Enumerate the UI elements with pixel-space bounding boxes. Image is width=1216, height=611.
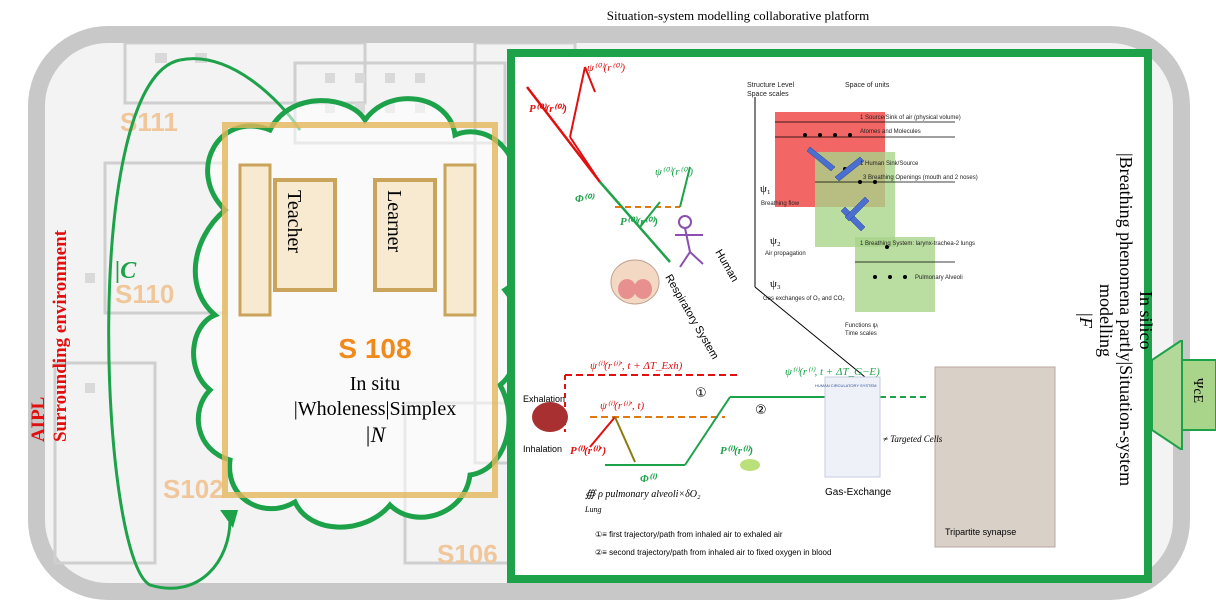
- learner-desk: [443, 163, 477, 317]
- integral-label: ∰ ρ pulmonary alveoli×δO₂: [585, 489, 701, 500]
- phi-label: Φ⁽ⁱ⁾: [640, 473, 657, 485]
- human-label: Human: [712, 248, 740, 285]
- teacher-board: [273, 178, 337, 292]
- psi-exh-label: ψ⁽ⁱ⁾(r⁽ⁱ⁾′, t + ΔT_Exh): [590, 360, 683, 372]
- p0-label: P⁽⁰⁾(r⁽⁰⁾): [529, 103, 567, 115]
- in-situ-label: In situ: [350, 373, 401, 395]
- legend-line-1: ①≡ first trajectory/path from inhaled ai…: [595, 530, 783, 539]
- surrounding-environment-label: Surrounding environment: [50, 230, 71, 443]
- in-silico-label: In silico: [1136, 290, 1156, 350]
- space-scales-label: Space scales: [747, 91, 789, 98]
- room-s108-label: S 108: [338, 333, 411, 364]
- modelling-label: modelling: [1096, 283, 1116, 357]
- p-out-label: P⁽ⁱ⁾(r⁽ⁱ⁾): [720, 445, 753, 457]
- f-label: |F: [1076, 312, 1096, 328]
- lung-integral-label: Lung: [584, 505, 601, 514]
- respiratory-system-label: Respiratory System: [662, 273, 720, 362]
- circulatory-label: HUMAN CIRCULATORY SYSTEM: [815, 383, 877, 388]
- targeted-cells-label: ≠ Targeted Cells: [883, 434, 943, 444]
- context-loop: [107, 58, 232, 590]
- psi-ge-label: ψ⁽ⁱ⁾(r⁽ⁱ⁾, t + ΔT_G−E): [785, 366, 880, 378]
- synapse-image: [934, 366, 1056, 548]
- teacher-label: Teacher: [283, 190, 305, 253]
- teacher-desk: [238, 163, 272, 317]
- human-figure: [675, 215, 704, 268]
- c-label: |C: [115, 258, 137, 284]
- aipl-label: AIPL: [28, 396, 49, 443]
- functions-label: Functions ψᵢ: [845, 323, 878, 329]
- lung-image: [532, 402, 568, 432]
- synapse-label: Tripartite synapse: [945, 527, 1016, 537]
- n-label: |N: [365, 422, 387, 447]
- modelling-title: In silico |Breathing phenomena partly|Si…: [1076, 110, 1156, 530]
- unit-label-2: Atomes and Molecules: [860, 129, 921, 135]
- psi2-label: Air propagation: [765, 251, 806, 257]
- learner-board: [373, 178, 437, 292]
- gas-exchange-label: Gas-Exchange: [825, 487, 892, 498]
- classroom-diagram: Teacher Learner |C S 108 In situ |Wholen…: [107, 57, 529, 590]
- scales-diagram: Structure Level Space scales Space of un…: [747, 82, 978, 378]
- time-scales-label: Time scales: [845, 331, 877, 337]
- breathing-diagram: P⁽⁰⁾(r⁽⁰⁾) ψ⁽⁰⁾(r⁽⁰⁾) ψ⁽⁰⁾(r⁽⁰⁾) Φ⁽⁰⁾ P⁽…: [523, 62, 1056, 557]
- side-connector: ΨcE: [1152, 340, 1216, 450]
- psi1-symbol: ψ₁: [760, 183, 771, 195]
- breathing-phenomena-label: |Breathing phenomena partly|Situation-sy…: [1116, 153, 1136, 487]
- psi3-label: Gas exchanges of O₂ and CO₂: [763, 296, 845, 302]
- context-arrow: [220, 510, 238, 528]
- c2-marker: ②: [755, 403, 767, 418]
- inhalation-label: Inhalation: [523, 444, 562, 454]
- phi0-label: Φ⁽⁰⁾: [575, 193, 595, 205]
- room-label-s110: S110: [115, 279, 174, 309]
- unit-label-3: 1 Human Sink/Source: [860, 161, 919, 167]
- unit-label-1: 1 Source/Sink of air (physical volume): [860, 115, 961, 121]
- room-label-s102: S102: [163, 474, 224, 504]
- psi1-label: Breathing flow: [761, 201, 800, 207]
- wholeness-simplex-label: |Wholeness|Simplex: [294, 398, 456, 420]
- psice-label: ΨcE: [1190, 378, 1205, 403]
- structure-level-label: Structure Level: [747, 82, 795, 89]
- flow-diagram: ① ② ψ⁽ⁱ⁾(r⁽ⁱ⁾′, t + ΔT_Exh) ψ⁽ⁱ⁾(r⁽ⁱ⁾′, …: [523, 360, 1056, 557]
- p-in-label: P⁽ⁱ⁾(r⁽ⁱ⁾′): [570, 445, 606, 457]
- green-level-box-2: [855, 237, 935, 312]
- psi0-right-label: ψ⁽⁰⁾(r⁽⁰⁾): [655, 166, 693, 178]
- platform-title: Situation-system modelling collaborative…: [606, 8, 870, 23]
- psi3-symbol: ψ₃: [770, 278, 781, 290]
- unit-label-6: Pulmonary Alveoli: [915, 275, 963, 281]
- psi2-symbol: ψ₂: [770, 235, 781, 247]
- c1-marker: ①: [695, 386, 707, 401]
- psi-t-label: ψ⁽ⁱ⁾(r⁽ⁱ⁾′, t): [600, 400, 644, 412]
- space-of-units-label: Space of units: [845, 82, 890, 89]
- unit-label-5: 1 Breathing System: larynx-trachea-2 lun…: [860, 241, 975, 247]
- vector-diagram: P⁽⁰⁾(r⁽⁰⁾) ψ⁽⁰⁾(r⁽⁰⁾) ψ⁽⁰⁾(r⁽⁰⁾) Φ⁽⁰⁾ P⁽…: [526, 62, 693, 263]
- room-s108-outline: [222, 122, 498, 498]
- circulatory-system-image: [824, 376, 881, 478]
- learner-label: Learner: [383, 190, 405, 253]
- legend-line-2: ②≡ second trajectory/path from inhaled a…: [595, 548, 831, 557]
- exhalation-label: Exhalation: [523, 394, 565, 404]
- respiratory-system-image: [610, 259, 660, 305]
- room-label-s106: S106: [437, 539, 498, 569]
- alveoli-image: [740, 459, 760, 471]
- p0-green-label: P⁽⁰⁾(r⁽⁰⁾): [620, 216, 658, 228]
- environment-label: AIPL Surrounding environment: [28, 230, 72, 442]
- unit-label-4: 3 Breathing Openings (mouth and 2 noses): [863, 175, 978, 181]
- psi0-top-label: ψ⁽⁰⁾(r⁽⁰⁾): [587, 62, 625, 74]
